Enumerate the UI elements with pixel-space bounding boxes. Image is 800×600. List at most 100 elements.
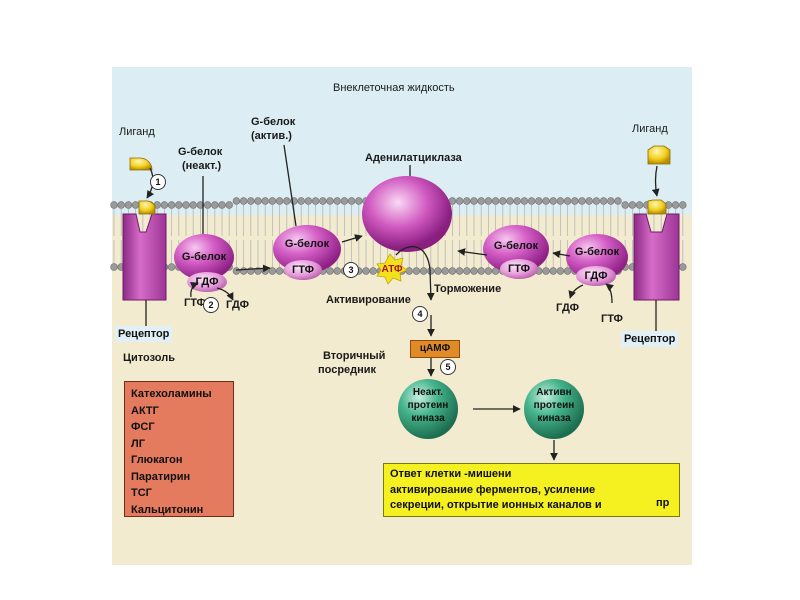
hormone-item: Катехоламины bbox=[131, 388, 212, 400]
lipid-head bbox=[297, 197, 305, 205]
lipid-head bbox=[211, 201, 219, 209]
lipid-head bbox=[679, 263, 687, 271]
lipid-head bbox=[484, 267, 493, 275]
lipid-head bbox=[470, 197, 478, 205]
g-protein-inactive-left bbox=[174, 234, 234, 280]
kinase-inactive-line-3: киназа bbox=[411, 413, 445, 424]
lipid-head bbox=[347, 197, 356, 205]
lipid-head bbox=[124, 201, 133, 209]
lipid-head bbox=[232, 197, 241, 205]
lipid-head bbox=[117, 201, 125, 209]
lipid-head bbox=[484, 197, 493, 205]
step-5: 5 bbox=[440, 359, 456, 375]
lipid-head bbox=[254, 197, 262, 205]
lipid-head bbox=[232, 267, 241, 275]
g-inactive-title-2: (неакт.) bbox=[182, 160, 222, 172]
lipid-head bbox=[239, 197, 248, 205]
lipid-head bbox=[333, 267, 341, 275]
lipid-head bbox=[455, 267, 464, 275]
arrow-inhibit bbox=[457, 248, 488, 256]
arrow-right-chain bbox=[552, 250, 571, 259]
lipid-head bbox=[405, 267, 413, 275]
arrow-gdp-out-left bbox=[216, 287, 234, 301]
lipid-head bbox=[549, 267, 557, 275]
g-protein-inactive-right-a bbox=[483, 225, 549, 273]
arrows bbox=[145, 144, 660, 461]
kinase-inactive-shape bbox=[398, 379, 458, 439]
gdp-cap-right bbox=[576, 266, 616, 286]
lipid-head bbox=[333, 197, 341, 205]
response-tail: пр bbox=[656, 497, 670, 509]
gdp-label-right: ГДФ bbox=[584, 270, 608, 282]
gdp-label-left: ГДФ bbox=[195, 276, 219, 288]
gtp-label-active: ГТФ bbox=[292, 264, 314, 276]
leader-g-active bbox=[283, 144, 297, 227]
lipid-head bbox=[549, 197, 557, 205]
lipid-head bbox=[189, 201, 197, 209]
lipid-head bbox=[268, 197, 277, 205]
lipid-head bbox=[621, 201, 629, 209]
lipid-head bbox=[441, 267, 449, 275]
atp-star bbox=[376, 253, 408, 285]
ligand-left-label: Лиганд bbox=[119, 126, 155, 138]
lipid-head bbox=[542, 267, 550, 275]
ligand-left-free bbox=[129, 157, 153, 171]
gtp-cap-right bbox=[500, 259, 538, 279]
arrow-ac-curve bbox=[395, 246, 435, 301]
kinase-active-label: Активн протеин киназа bbox=[526, 386, 582, 425]
g-active-title-1: G-белок bbox=[251, 116, 296, 128]
step-3: 3 bbox=[343, 262, 359, 278]
lipid-head bbox=[679, 201, 687, 209]
arrow-gdp-out-right bbox=[568, 284, 584, 299]
kinase-active-line-1: Активн bbox=[536, 387, 572, 398]
lipid-head bbox=[434, 267, 442, 275]
lipid-head bbox=[167, 201, 176, 209]
gdp-out-right-label: ГДФ bbox=[556, 302, 580, 314]
lipid-head bbox=[513, 197, 521, 205]
lipid-head bbox=[110, 263, 118, 271]
g-protein-label-left: G-белок bbox=[181, 251, 227, 263]
receptor-right-label: Рецептор bbox=[621, 331, 679, 347]
step-4: 4 bbox=[412, 306, 428, 322]
kinase-active-line-3: киназа bbox=[537, 413, 571, 424]
g-protein-active bbox=[273, 225, 341, 273]
lipid-head bbox=[614, 197, 622, 205]
arrow-gtp-in-right bbox=[605, 283, 614, 304]
receptor-left-label: Рецептор bbox=[115, 326, 173, 342]
hormone-item: Паратирин bbox=[131, 470, 191, 483]
lipid-head bbox=[556, 267, 565, 275]
lipid-head bbox=[275, 197, 284, 205]
lipid-head bbox=[326, 197, 334, 205]
adenylate-cyclase-shape bbox=[362, 176, 452, 252]
arrow-ligand-right bbox=[651, 165, 660, 197]
lipid-head bbox=[131, 201, 140, 209]
hormone-item: Глюкагон bbox=[131, 454, 183, 466]
lipid-head bbox=[556, 197, 565, 205]
cell-response-box: Ответ клетки -мишени активирование ферме… bbox=[383, 463, 680, 517]
ligand-left-bound bbox=[138, 200, 156, 215]
lipid-head bbox=[225, 201, 233, 209]
lipid-head bbox=[599, 197, 608, 205]
lipid-head bbox=[628, 201, 637, 209]
lipid-head bbox=[571, 197, 579, 205]
lipid-head bbox=[167, 263, 176, 271]
lipid-head bbox=[592, 197, 601, 205]
hormone-item: ТСГ bbox=[131, 487, 152, 499]
lipid-head bbox=[275, 267, 284, 275]
lipid-head bbox=[362, 267, 370, 275]
lipid-head bbox=[477, 267, 485, 275]
hormone-item: ФСГ bbox=[131, 421, 155, 433]
lipid-head bbox=[506, 197, 514, 205]
second-messenger-2: посредник bbox=[318, 364, 377, 376]
lipid-head bbox=[578, 197, 586, 205]
lipid-head bbox=[412, 267, 421, 275]
lipid-head bbox=[455, 197, 464, 205]
atp-label: АТФ bbox=[381, 264, 403, 275]
arrow-active-to-ac bbox=[341, 234, 363, 243]
lipid-head bbox=[463, 197, 471, 205]
lipid-head bbox=[470, 267, 478, 275]
lipid-head bbox=[585, 197, 593, 205]
g-active-title-2: (актив.) bbox=[251, 130, 292, 142]
